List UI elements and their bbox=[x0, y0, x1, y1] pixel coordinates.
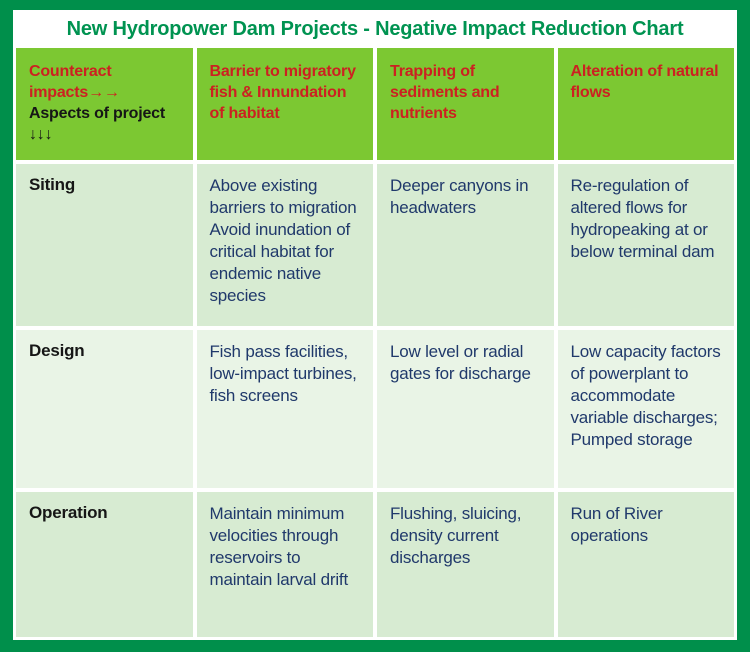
table-cell-operation-sediments: Flushing, sluicing, density current disc… bbox=[377, 492, 554, 637]
column-header-natural-flows: Alteration of natural flows bbox=[557, 48, 734, 160]
column-header-barrier-fish: Barrier to migratory fish & Innundation … bbox=[196, 48, 373, 160]
table-cell-siting-flows: Re-regulation of altered flows for hydro… bbox=[557, 164, 734, 326]
title-bar: New Hydropower Dam Projects - Negative I… bbox=[13, 10, 737, 48]
corner-counteract-label: Counteract impacts→→ bbox=[29, 63, 120, 102]
row-label-operation: Operation bbox=[16, 492, 193, 637]
page-title: New Hydropower Dam Projects - Negative I… bbox=[66, 17, 684, 40]
table-cell-siting-sediments: Deeper canyons in headwaters bbox=[377, 164, 554, 326]
impact-table: Counteract impacts→→ Aspects of project … bbox=[13, 48, 737, 640]
table-cell-operation-flows: Run of River operations bbox=[557, 492, 734, 637]
table-cell-design-barrier: Fish pass facilities, low-impact turbine… bbox=[196, 330, 373, 488]
table-cell-design-flows: Low capacity factors of powerplant to ac… bbox=[557, 330, 734, 488]
column-header-sediments: Trapping of sediments and nutrients bbox=[377, 48, 554, 160]
corner-aspects-label: Aspects of project ↓↓↓ bbox=[29, 105, 165, 144]
row-label-siting: Siting bbox=[16, 164, 193, 326]
table-cell-operation-barrier: Maintain minimum velocities through rese… bbox=[196, 492, 373, 637]
corner-header-cell: Counteract impacts→→ Aspects of project … bbox=[16, 48, 193, 160]
table-cell-design-sediments: Low level or radial gates for discharge bbox=[377, 330, 554, 488]
table-cell-siting-barrier: Above existing barriers to migration Avo… bbox=[196, 164, 373, 326]
row-label-design: Design bbox=[16, 330, 193, 488]
